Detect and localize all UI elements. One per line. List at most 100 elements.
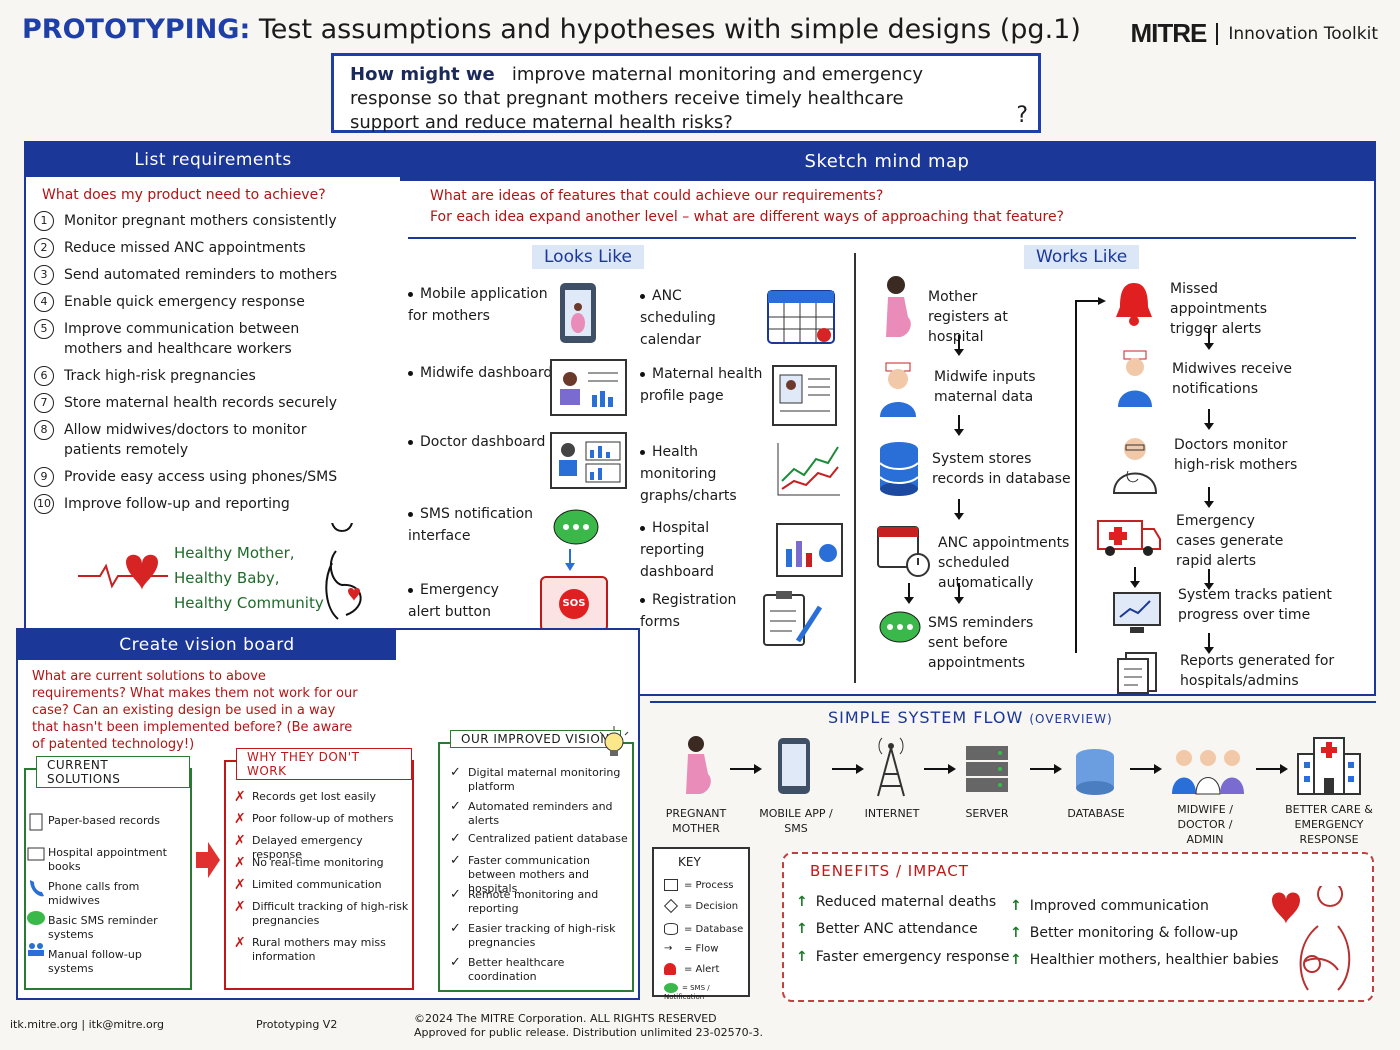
key-title: KEY [678,855,701,869]
up-arrow-icon: ↑ [1010,898,1022,914]
page-title: PROTOTYPING: Test assumptions and hypoth… [22,14,1081,45]
feature-midwife-dashboard: Midwife dashboard [408,362,552,384]
hmw-line-1: improve maternal monitoring and emergenc… [511,64,924,85]
why-not-item: ✗No real-time monitoring [234,856,410,870]
vision-item: ✓Easier tracking of high-risk pregnancie… [450,922,630,950]
number-badge: 10 [34,494,54,514]
people-icon [29,943,35,949]
feature-label: ANC scheduling calendar [640,288,716,348]
requirement-text: Allow midwives/doctors to monitor patien… [64,422,307,458]
paper-icon [29,813,43,831]
vision-item: ✓Faster communication between mothers an… [450,854,630,896]
sos-alert-button: SOS [540,576,608,632]
clipboard-icon [763,591,823,646]
feature-label: Maternal health profile page [640,366,763,404]
works-like-heading: Works Like [1024,245,1140,269]
current-solution-item: Manual follow-up systems [48,948,142,975]
check-icon: ✓ [450,765,461,780]
vision-item: ✓ Automated reminders and alerts [450,800,630,828]
number-badge: 9 [34,467,54,487]
improved-vision-box: OUR IMPROVED VISION ✓Digital maternal mo… [438,730,634,992]
copyright-line: ©2024 The MITRE Corporation. ALL RIGHTS … [414,1012,717,1025]
line-chart-icon [777,443,840,496]
why-not-item: ✗ Limited communication [234,878,410,892]
vision-text: Centralized patient database [468,832,628,845]
requirement-text: Enable quick emergency response [64,294,305,310]
number-badge: 4 [34,292,54,312]
feature-mobile-app: Mobile application for mothers [408,283,548,327]
benefit-item: ↑Improved communication [1010,898,1209,914]
flow-arrow [954,335,964,356]
flow-arrow [832,764,864,774]
feature-emergency-button: Emergency alert button [408,579,528,623]
flow-key-icon: → [664,943,673,954]
flow-arrow [1130,764,1162,774]
vision-text: Automated reminders and alerts [468,800,613,827]
up-arrow-icon: ↑ [1010,925,1022,941]
title-subtitle: Test assumptions and hypotheses with sim… [258,14,1081,45]
mitre-logo: MITRE [1130,18,1207,48]
current-solutions-title: CURRENT SOLUTIONS [36,756,190,788]
why-not-text: Poor follow-up of mothers [252,812,394,825]
why-not-text: Delayed emergency response [252,834,363,861]
phone-icon [560,283,596,343]
x-icon: ✗ [234,833,246,849]
feature-label: Midwife dashboard [420,365,553,381]
why-not-item: ✗ Delayed emergency response [234,834,410,862]
works-step-9: Emergency cases generate rapid alerts [1176,513,1284,569]
calendar-icon [767,290,835,344]
check-icon: ✓ [450,831,461,846]
check-icon: ✓ [450,921,461,936]
release-line: Approved for public release. Distributio… [414,1026,764,1039]
flow-arrow [954,583,964,604]
flow-arrow [1204,487,1214,508]
list-item: 4 Enable quick emergency response [34,292,394,312]
why-not-text: Limited communication [252,878,382,891]
feature-label: Mobile application for mothers [408,286,548,324]
vision-text: Remote monitoring and reporting [468,888,599,915]
footer-copyright: ©2024 The MITRE Corporation. ALL RIGHTS … [414,1012,763,1040]
key-row: →= Flow [664,943,718,955]
requirement-text: Monitor pregnant mothers consistently [64,213,337,229]
key-label: = Alert [684,964,720,975]
number-badge: 5 [34,319,54,339]
system-flow-title: SIMPLE SYSTEM FLOW (OVERVIEW) [828,708,1113,727]
benefits-title: BENEFITS / IMPACT [810,862,969,880]
legend-key: KEY = Process = Decision = Database →= F… [652,847,750,1001]
benefit-item: ↑Better monitoring & follow-up [1010,925,1238,941]
flow-arrow [954,415,964,436]
looks-like-heading: Looks Like [532,245,644,269]
hospital-icon [1297,737,1361,795]
requirement-text: Improve communication between mothers an… [64,321,300,357]
how-might-we-box: How might we improve maternal monitoring… [331,53,1041,133]
reports-documents-icon [1117,652,1157,694]
profile-page-icon [772,365,837,426]
calendar-clock-icon [877,526,930,577]
x-icon: ✗ [234,789,246,805]
phone-call-icon [30,880,44,897]
up-arrow-icon: ↑ [796,921,808,937]
flow-arrow [924,764,956,774]
vision-text: Faster communication between mothers and… [468,854,590,895]
x-icon: ✗ [234,877,246,893]
footer-links[interactable]: itk.mitre.org | itk@mitre.org [10,1018,165,1031]
flow-arrow [1204,633,1214,654]
doctor-dashboard-icon [550,432,627,489]
feature-anc-calendar: ANC scheduling calendar [640,285,760,351]
alert-bell-icon [1116,283,1152,326]
flow-title-main: SIMPLE SYSTEM FLOW [828,708,1024,727]
motto-line: Healthy Baby, [174,569,280,587]
current-solution-item: Basic SMS reminder systems [48,914,158,941]
mobile-phone-icon [778,738,810,794]
check-icon: ✓ [450,799,461,814]
works-step-7: Midwives receive notifications [1172,361,1292,397]
hmw-lead: How might we [350,64,495,85]
decision-icon [663,898,679,914]
feature-label: Hospital reporting dashboard [640,520,715,580]
benefit-item: ↑Faster emergency response [796,949,1009,965]
current-solutions-box: CURRENT SOLUTIONS Paper-based records Ho… [24,756,192,990]
key-label: = Database [684,924,744,935]
